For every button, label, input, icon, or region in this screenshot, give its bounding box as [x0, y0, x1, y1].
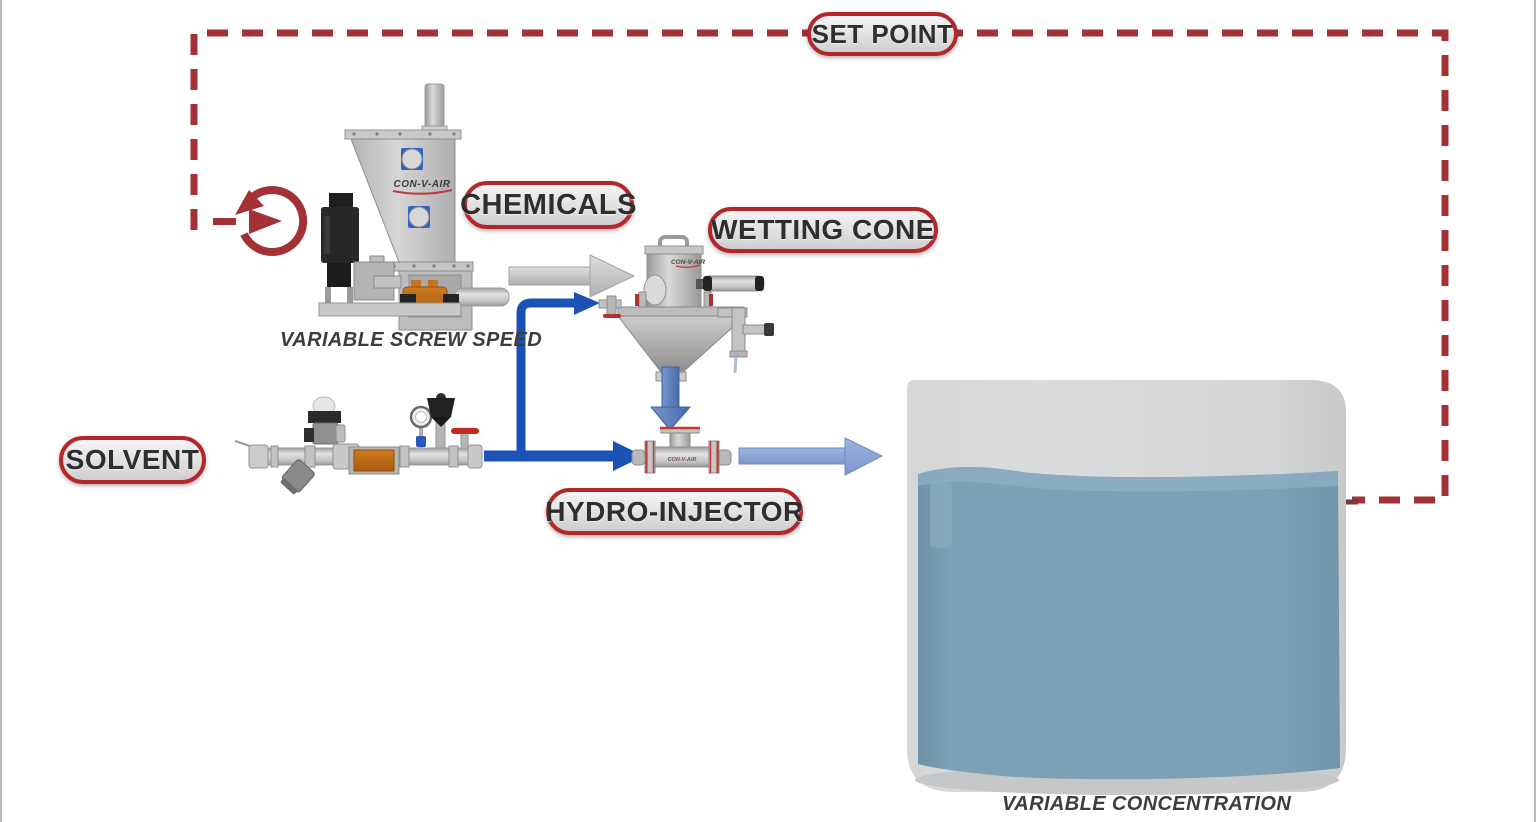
variable-screw-speed-caption: VARIABLE SCREW SPEED	[280, 329, 543, 351]
solvent-arrowhead-cone	[574, 292, 600, 315]
cone-brand-label: CON-V-AIR	[671, 259, 705, 266]
cone-valve-left	[635, 294, 639, 306]
solution-flow-arrow	[738, 437, 884, 476]
mixing-tank	[907, 380, 1347, 795]
feedback-arrowhead	[249, 209, 282, 234]
cone-valve-right	[709, 294, 713, 306]
cone-side-piping	[717, 307, 774, 374]
hydro-injector-label: HYDRO-INJECTOR	[545, 488, 803, 535]
chemicals-label: CHEMICALS	[460, 181, 636, 229]
control-valve	[427, 393, 455, 449]
tank-liquid	[918, 467, 1340, 780]
cone-inspection-port	[643, 274, 667, 306]
solvent-line-to-cone	[516, 298, 576, 461]
chemical-drop-arrow	[649, 366, 692, 431]
cone-inlet-fitting	[598, 295, 622, 318]
y-strainer	[280, 459, 315, 495]
solvent-flow-lines	[484, 292, 644, 471]
cone-lid	[644, 245, 704, 255]
recirculation-icon	[235, 186, 308, 256]
feeder-base-plate	[318, 302, 462, 317]
feeder-discharge-tube	[454, 287, 510, 307]
set-point-label: SET POINT	[807, 12, 958, 56]
feedback-loop-dashed-line	[190, 29, 1449, 504]
wetting-cone-unit: CON-V-AIR	[598, 235, 774, 382]
injector-brand-label: CON-V-AIR	[668, 457, 697, 463]
cone-body	[616, 315, 747, 373]
solvent-piping	[234, 393, 483, 495]
feedback-dash-segment	[213, 218, 236, 225]
brand-swoosh	[392, 189, 453, 195]
wetting-cone-label: WETTING CONE	[708, 207, 938, 253]
variable-concentration-caption: VARIABLE CONCENTRATION	[1002, 793, 1292, 815]
flow-meter	[348, 446, 400, 475]
pressure-gauge	[409, 405, 433, 449]
feeder-mid-flange	[386, 261, 474, 272]
feeder-drive-motor	[321, 207, 359, 263]
feeder-brand-label: CON-V-AIR	[394, 179, 451, 190]
injector-tee-riser	[669, 432, 691, 449]
chemical-feeder: CON-V-AIR	[318, 83, 510, 331]
injector-body	[654, 446, 710, 468]
liquid-surface-highlight	[918, 467, 1338, 492]
powder-flow-arrow	[508, 254, 636, 298]
solvent-arrowhead-injector	[613, 441, 644, 471]
manual-valve-red-handle	[451, 428, 479, 450]
cone-handle	[658, 235, 689, 246]
cone-side-actuator	[696, 275, 765, 292]
feedback-loop	[190, 29, 1449, 505]
feeder-top-flange	[344, 129, 462, 140]
hydro-injector-unit: CON-V-AIR	[631, 426, 732, 474]
solvent-label: SOLVENT	[59, 436, 206, 484]
